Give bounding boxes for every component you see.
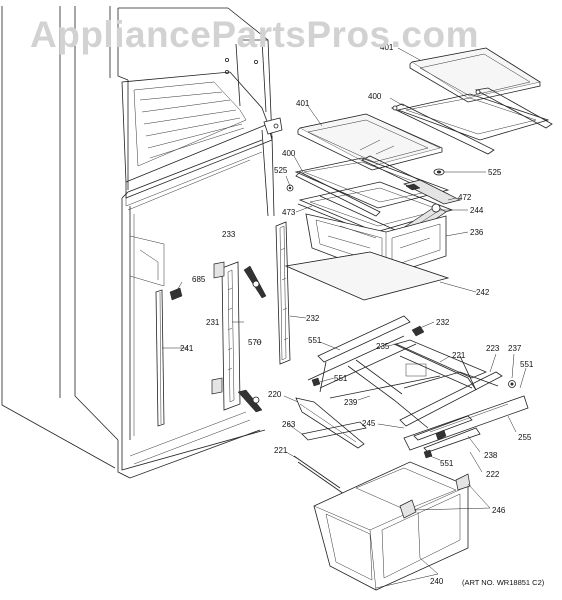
callout-525-left: 525 [274, 166, 288, 175]
callout-241: 551 [520, 360, 534, 369]
middle-glass-shelf-401 [297, 113, 443, 171]
callout-244: 244 [470, 206, 484, 215]
side-rail-232-right [275, 221, 291, 365]
callout-551-mid: 551 [334, 374, 348, 383]
callout-222: 222 [486, 470, 500, 479]
callout-401-middle: 401 [296, 99, 310, 108]
callout-473: 473 [282, 208, 296, 217]
callout-400-upper: 400 [368, 92, 382, 101]
callout-246: 246 [492, 506, 506, 515]
callout-551-right: 237 [508, 344, 522, 353]
callout-238: 238 [484, 451, 498, 460]
callout-263: 263 [282, 420, 296, 429]
callout-236: 236 [470, 228, 484, 237]
upper-shelf-frame-400 [391, 87, 553, 155]
callout-242: 242 [476, 288, 490, 297]
callout-472: 472 [458, 193, 472, 202]
plug-525-right [433, 168, 445, 176]
drawer-bracket-220 [295, 397, 365, 449]
slide-frame-assembly [307, 315, 499, 429]
callout-551-top: 232 [436, 318, 450, 327]
shelf-ladder-233 [211, 261, 241, 411]
callout-233: 233 [222, 230, 236, 239]
screw-551-right [508, 380, 516, 388]
slide-track-238 [413, 415, 481, 453]
crisper-glass-panel-242 [284, 251, 450, 301]
screw-551-top [411, 325, 425, 337]
callout-221-lower: 221 [274, 446, 288, 455]
callout-551-lower: 551 [440, 459, 454, 468]
callout-232-right: 232 [306, 314, 320, 323]
crisper-drawer-236 [305, 213, 447, 277]
side-rail-232-left [155, 289, 165, 427]
callout-239: 239 [344, 398, 358, 407]
callout-231: 231 [206, 318, 220, 327]
screws-570 [237, 265, 267, 413]
art-number: (ART NO. WR18851 C2) [462, 578, 545, 587]
drawer-rail-263 [301, 421, 367, 441]
upper-glass-shelf-401 [409, 47, 541, 103]
callout-235: 551 [308, 336, 322, 345]
lower-drawer-240 [313, 461, 471, 591]
callout-685: 685 [192, 275, 206, 284]
callout-255: 255 [518, 433, 532, 442]
callout-237: 223 [486, 344, 500, 353]
lower-drawer-cover-221 [293, 455, 345, 495]
drawer-rail-237 [399, 371, 529, 451]
callout-401-upper: 401 [380, 43, 394, 52]
callout-221-upper: 235 [376, 342, 390, 351]
callout-240: 240 [430, 577, 444, 586]
callout-223: 221 [452, 351, 466, 360]
leader-lines [162, 47, 527, 589]
callout-labels: 401 400 401 400 525 525 472 473 244 236 … [180, 43, 534, 586]
callout-400-middle: 400 [282, 149, 296, 158]
screw-551-mid [311, 377, 321, 387]
watermark: AppliancePartsPros.com [30, 14, 479, 55]
callout-245: 245 [362, 419, 376, 428]
callout-570: 570 [248, 338, 262, 347]
plug-525-left [286, 184, 294, 192]
refrigerator-cabinet [1, 6, 283, 479]
screw-685 [169, 287, 183, 301]
callout-525-right: 525 [488, 168, 502, 177]
callout-232-left: 241 [180, 344, 194, 353]
callout-220: 220 [268, 390, 282, 399]
